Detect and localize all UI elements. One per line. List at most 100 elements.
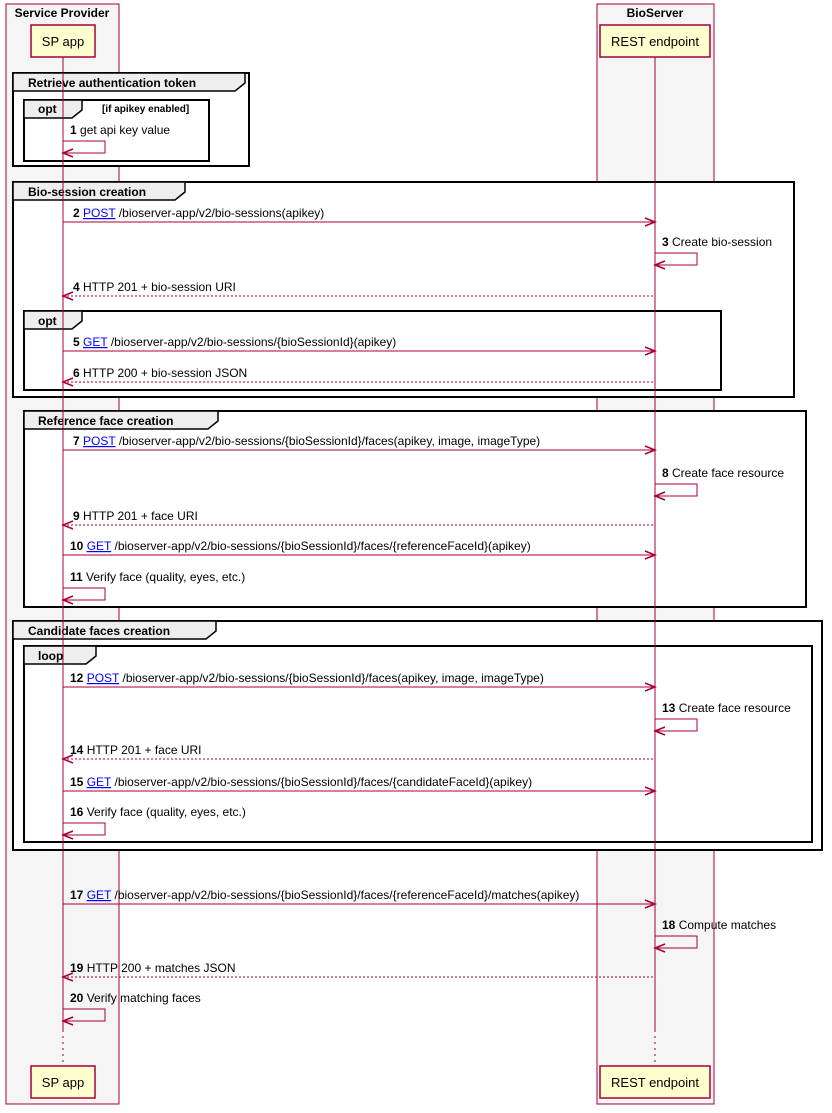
message-7: 7 POST /bioserver-app/v2/bio-sessions/{b… bbox=[63, 434, 658, 455]
message-2-number: 2 bbox=[73, 206, 83, 220]
message-20-arrowhead bbox=[60, 1016, 74, 1026]
message-15: 15 GET /bioserver-app/v2/bio-sessions/{b… bbox=[63, 775, 658, 796]
message-17-verb-link[interactable]: GET bbox=[87, 888, 112, 902]
message-14-arrowhead bbox=[60, 754, 74, 764]
message-14-text: HTTP 201 + face URI bbox=[87, 743, 202, 757]
message-2-arrowhead bbox=[644, 217, 658, 227]
message-1-line bbox=[63, 140, 106, 154]
message-16-arrowhead bbox=[60, 830, 74, 840]
message-14-label: 14 HTTP 201 + face URI bbox=[70, 743, 202, 757]
message-12-arrowhead bbox=[644, 682, 658, 692]
message-9-number: 9 bbox=[73, 509, 83, 523]
participant-rest-endpoint-bottom-label: REST endpoint bbox=[611, 1075, 699, 1090]
message-18-text: Compute matches bbox=[679, 918, 776, 932]
message-18-arrowhead bbox=[652, 943, 666, 953]
message-20-number: 20 bbox=[70, 991, 87, 1005]
message-10-verb-link[interactable]: GET bbox=[87, 539, 112, 553]
message-11-number: 11 bbox=[70, 570, 86, 584]
message-16-text: Verify face (quality, eyes, etc.) bbox=[87, 805, 246, 819]
message-1-arrowhead bbox=[60, 148, 74, 158]
message-7-label: 7 POST /bioserver-app/v2/bio-sessions/{b… bbox=[73, 434, 540, 448]
message-18-label: 18 Compute matches bbox=[662, 918, 776, 932]
message-5-text: /bioserver-app/v2/bio-sessions/{bioSessi… bbox=[111, 335, 397, 349]
message-12-label: 12 POST /bioserver-app/v2/bio-sessions/{… bbox=[70, 671, 544, 685]
message-10-arrowhead bbox=[644, 550, 658, 560]
message-9-text: HTTP 201 + face URI bbox=[83, 509, 198, 523]
message-10-label: 10 GET /bioserver-app/v2/bio-sessions/{b… bbox=[70, 539, 531, 553]
message-8: 8 Create face resource bbox=[652, 466, 784, 501]
message-4-text: HTTP 201 + bio-session URI bbox=[83, 280, 236, 294]
message-16: 16 Verify face (quality, eyes, etc.) bbox=[60, 805, 246, 840]
message-11: 11 Verify face (quality, eyes, etc.) bbox=[60, 570, 245, 605]
message-8-line bbox=[655, 483, 698, 497]
message-13-line bbox=[655, 718, 698, 732]
message-19-label: 19 HTTP 200 + matches JSON bbox=[70, 961, 236, 975]
group-retrieve-auth-token: Retrieve authentication token bbox=[12, 72, 250, 167]
group-reference-face-creation-label: Reference face creation bbox=[38, 414, 173, 428]
message-3-line bbox=[655, 252, 698, 266]
group-bio-session-creation: Bio-session creation bbox=[12, 181, 795, 398]
message-18: 18 Compute matches bbox=[652, 918, 776, 953]
message-2-text: /bioserver-app/v2/bio-sessions(apikey) bbox=[119, 206, 324, 220]
message-17-number: 17 bbox=[70, 888, 87, 902]
message-9-label: 9 HTTP 201 + face URI bbox=[73, 509, 198, 523]
message-14: 14 HTTP 201 + face URI bbox=[60, 743, 655, 764]
participant-rest-endpoint-top-label: REST endpoint bbox=[611, 34, 699, 49]
message-5-arrowhead bbox=[644, 346, 658, 356]
message-18-line bbox=[655, 935, 698, 949]
message-1: 1 get api key value bbox=[60, 123, 170, 158]
message-7-verb-link[interactable]: POST bbox=[83, 434, 116, 448]
box-bioserver-title: BioServer bbox=[627, 6, 684, 20]
message-20-line bbox=[63, 1008, 106, 1022]
message-6-number: 6 bbox=[73, 366, 83, 380]
message-2-verb-link[interactable]: POST bbox=[83, 206, 116, 220]
message-5-number: 5 bbox=[73, 335, 83, 349]
message-19-text: HTTP 200 + matches JSON bbox=[87, 961, 236, 975]
message-3: 3 Create bio-session bbox=[652, 235, 772, 270]
message-4-number: 4 bbox=[73, 280, 83, 294]
message-20: 20 Verify matching faces bbox=[60, 991, 201, 1026]
participant-sp-app-bottom-label: SP app bbox=[42, 1075, 84, 1090]
message-8-label: 8 Create face resource bbox=[662, 466, 784, 480]
message-15-label: 15 GET /bioserver-app/v2/bio-sessions/{b… bbox=[70, 775, 532, 789]
message-15-text: /bioserver-app/v2/bio-sessions/{bioSessi… bbox=[114, 775, 532, 789]
message-5-label: 5 GET /bioserver-app/v2/bio-sessions/{bi… bbox=[73, 335, 396, 349]
message-17-label: 17 GET /bioserver-app/v2/bio-sessions/{b… bbox=[70, 888, 579, 902]
group-loop-label: loop bbox=[38, 649, 63, 663]
group-opt-apikey-label: opt bbox=[38, 102, 57, 116]
message-9: 9 HTTP 201 + face URI bbox=[60, 509, 655, 530]
message-1-label: 1 get api key value bbox=[70, 123, 170, 137]
message-6-arrowhead bbox=[60, 377, 74, 387]
message-8-arrowhead bbox=[652, 491, 666, 501]
message-10: 10 GET /bioserver-app/v2/bio-sessions/{b… bbox=[63, 539, 658, 560]
message-11-text: Verify face (quality, eyes, etc.) bbox=[86, 570, 245, 584]
message-13: 13 Create face resource bbox=[652, 701, 791, 736]
message-3-label: 3 Create bio-session bbox=[662, 235, 772, 249]
message-10-number: 10 bbox=[70, 539, 87, 553]
message-12: 12 POST /bioserver-app/v2/bio-sessions/{… bbox=[63, 671, 658, 692]
message-16-line bbox=[63, 822, 106, 836]
message-6-text: HTTP 200 + bio-session JSON bbox=[83, 366, 247, 380]
message-11-arrowhead bbox=[60, 595, 74, 605]
message-17: 17 GET /bioserver-app/v2/bio-sessions/{b… bbox=[63, 888, 658, 909]
message-4-label: 4 HTTP 201 + bio-session URI bbox=[73, 280, 236, 294]
message-7-text: /bioserver-app/v2/bio-sessions/{bioSessi… bbox=[119, 434, 540, 448]
group-opt-apikey: opt [if apikey enabled] bbox=[23, 99, 210, 162]
message-8-number: 8 bbox=[662, 466, 672, 480]
message-7-number: 7 bbox=[73, 434, 83, 448]
message-6-label: 6 HTTP 200 + bio-session JSON bbox=[73, 366, 247, 380]
message-15-verb-link[interactable]: GET bbox=[87, 775, 112, 789]
message-9-arrowhead bbox=[60, 520, 74, 530]
message-19: 19 HTTP 200 + matches JSON bbox=[60, 961, 655, 982]
message-16-label: 16 Verify face (quality, eyes, etc.) bbox=[70, 805, 246, 819]
group-opt-get-session-label: opt bbox=[38, 314, 57, 328]
message-13-text: Create face resource bbox=[679, 701, 791, 715]
participant-sp-app-top-label: SP app bbox=[42, 34, 84, 49]
message-6: 6 HTTP 200 + bio-session JSON bbox=[60, 366, 655, 387]
box-service-provider-title: Service Provider bbox=[15, 6, 110, 20]
message-19-number: 19 bbox=[70, 961, 87, 975]
message-12-verb-link[interactable]: POST bbox=[87, 671, 120, 685]
message-5-verb-link[interactable]: GET bbox=[83, 335, 108, 349]
message-17-text: /bioserver-app/v2/bio-sessions/{bioSessi… bbox=[114, 888, 579, 902]
message-12-number: 12 bbox=[70, 671, 87, 685]
